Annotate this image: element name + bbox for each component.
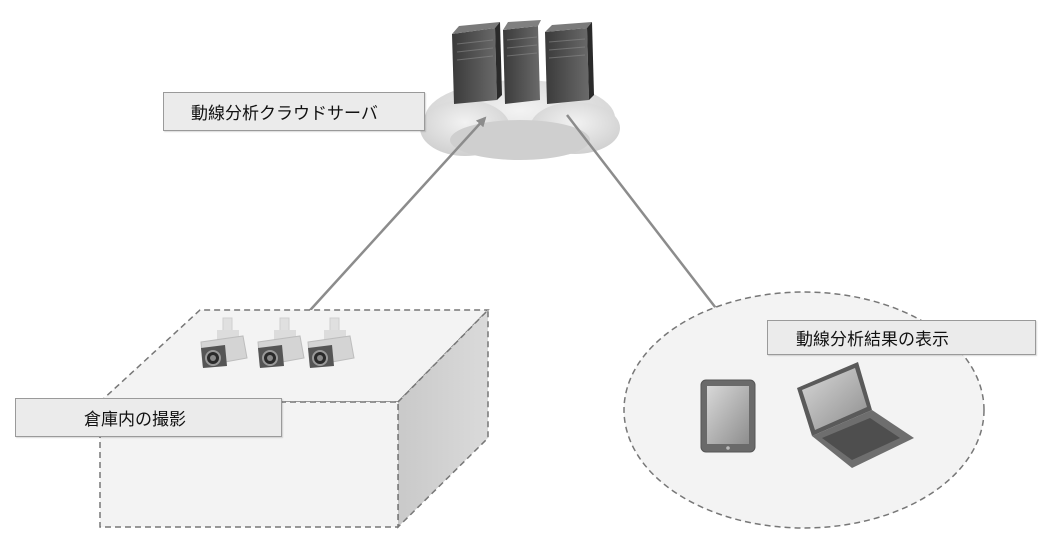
warehouse-capture-label: 倉庫内の撮影 xyxy=(15,398,282,437)
server-rack-icon xyxy=(452,20,594,104)
security-camera-icon xyxy=(200,317,248,368)
display-arrow xyxy=(566,114,724,318)
security-camera-icon xyxy=(307,317,355,368)
security-camera-icon xyxy=(257,317,305,368)
result-display-label: 動線分析結果の表示 xyxy=(767,320,1036,355)
tablet-icon xyxy=(700,379,756,453)
cloud-server-label: 動線分析クラウドサーバ xyxy=(163,92,425,131)
upload-arrow xyxy=(302,116,487,319)
laptop-icon xyxy=(797,362,914,468)
